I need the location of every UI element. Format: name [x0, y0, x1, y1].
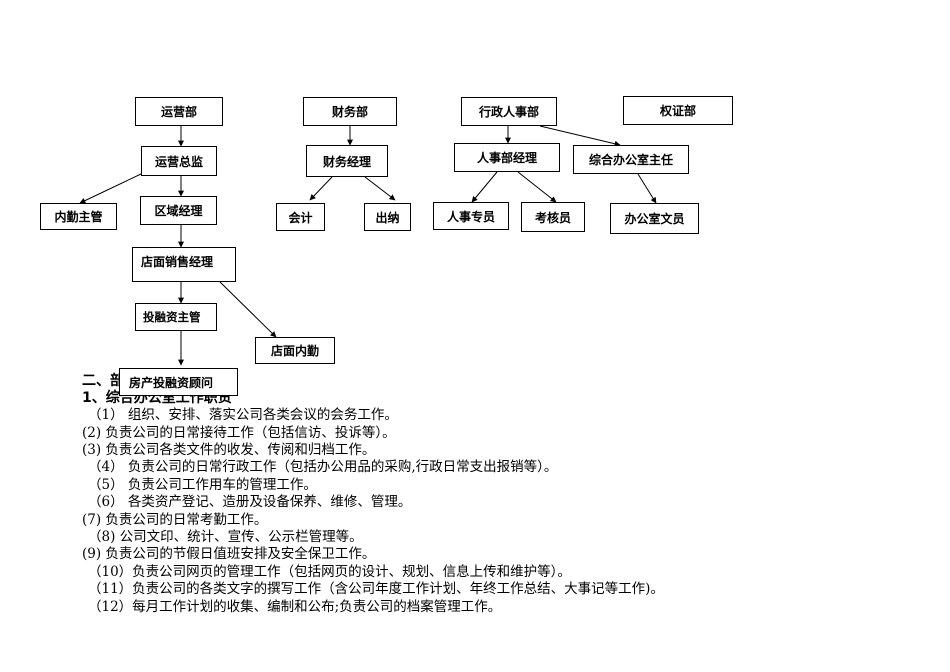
duty-item-9: (9) 负责公司的节假日值班安排及安全保卫工作。: [82, 546, 376, 562]
duty-item-2: (2) 负责公司的日常接待工作（包括信访、投诉等）。: [82, 425, 396, 441]
role-kuaiji: 会计: [276, 203, 325, 231]
dept-yunying: 运营部: [135, 97, 223, 126]
role-zonghe-bangongshi-zhuren: 综合办公室主任: [573, 145, 689, 174]
section-heading: 二、部: [82, 373, 124, 389]
duty-item-6: （6） 各类资产登记、造册及设备保养、维修、管理。: [88, 494, 412, 510]
role-quyu-jingli: 区域经理: [140, 196, 217, 225]
role-dianmian-neiqin: 店面内勤: [255, 337, 335, 364]
duty-item-1: （1） 组织、安排、落实公司各类会议的会务工作。: [88, 407, 398, 423]
duty-item-5: （5） 负责公司工作用车的管理工作。: [88, 477, 317, 493]
duty-item-8: （8) 公司文印、统计、宣传、公示栏管理等。: [88, 529, 363, 545]
duty-item-12: （12）每月工作计划的收集、编制和公布;负责公司的档案管理工作。: [88, 599, 502, 615]
duty-item-3: (3) 负责公司各类文件的收发、传阅和归档工作。: [82, 442, 376, 458]
dept-quanzheng: 权证部: [623, 96, 733, 125]
role-neiqin-zhuguan: 内勤主管: [40, 203, 117, 230]
dept-caiwu: 财务部: [303, 97, 397, 126]
role-renshi-zhuanyuan: 人事专员: [433, 202, 509, 230]
role-bangongshi-wenyuan: 办公室文员: [610, 203, 699, 234]
role-caiwu-jingli: 财务经理: [306, 145, 388, 177]
role-dianmian-xiaoshou-jingli: 店面销售经理: [132, 247, 236, 282]
role-tourongzi-zhuguan: 投融资主管: [135, 303, 217, 331]
dept-xingzheng-renshi: 行政人事部: [461, 97, 557, 126]
role-kaohe-yuan: 考核员: [521, 202, 585, 232]
duty-item-7: (7) 负责公司的日常考勤工作。: [82, 512, 268, 528]
duty-item-4: （4） 负责公司的日常行政工作（包括办公用品的采购,行政日常支出报销等）。: [88, 459, 558, 475]
role-renshi-jingli: 人事部经理: [454, 143, 560, 172]
role-fangchan-tourongzi-guwen: 房产投融资顾问: [119, 368, 238, 396]
duty-item-10: （10）负责公司网页的管理工作（包括网页的设计、规划、信息上传和维护等）。: [88, 564, 571, 580]
role-chuna: 出纳: [364, 203, 411, 231]
role-yunying-zongjian: 运营总监: [141, 146, 217, 176]
duty-item-11: （11）负责公司的各类文字的撰写工作（含公司年度工作计划、年终工作总结、大事记等…: [88, 581, 664, 597]
